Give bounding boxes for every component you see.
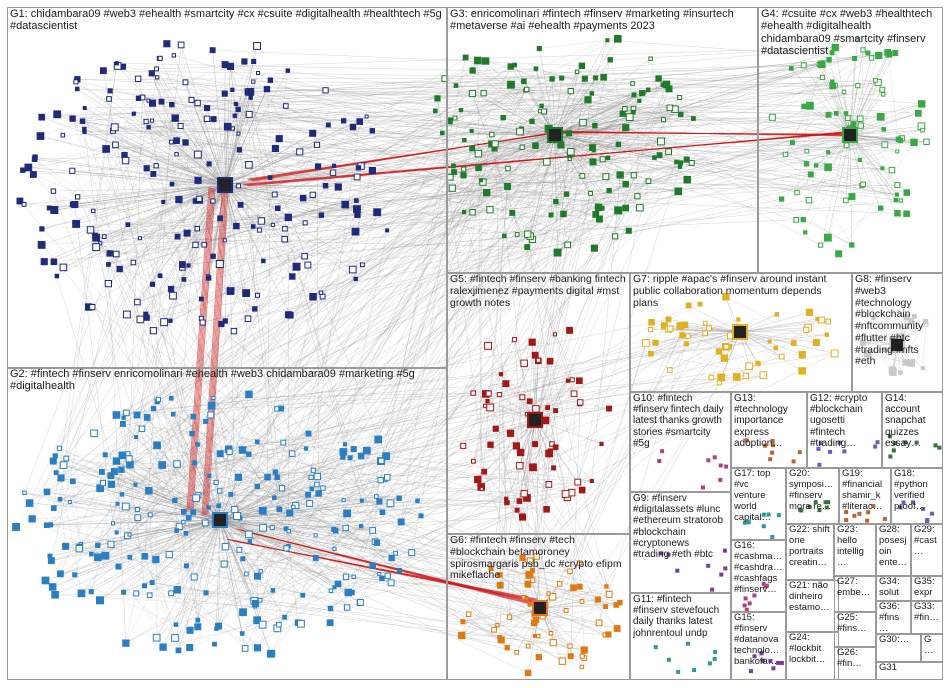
group-box-g18: G18: #python verified proof… xyxy=(891,468,943,524)
group-label-g25: G25: #fins… xyxy=(837,613,873,635)
group-box-g3: G3: enricomolinari #fintech #finserv #ma… xyxy=(447,7,758,273)
group-box-g7: G7: ripple #apac's #finserv around insta… xyxy=(630,273,852,392)
group-label-g22: G22: shift one portraits creatin… xyxy=(789,525,831,569)
group-box-g4: G4: #csuite #cx #web3 #healthtech #eheal… xyxy=(758,7,943,273)
group-label-g4: G4: #csuite #cx #web3 #healthtech #eheal… xyxy=(761,8,940,57)
group-label-g11: G11: #fintech #finserv stevefouch daily … xyxy=(633,594,728,639)
group-box-g11: G11: #fintech #finserv stevefouch daily … xyxy=(630,593,731,680)
group-box-g25: G25: #fins… xyxy=(834,612,876,647)
group-label-g20: G20: symposi… #finserv more re… xyxy=(789,469,836,513)
group-label-g29: G29: #cast… xyxy=(914,525,940,558)
group-box-g10: G10: #fintech #finserv fintech daily lat… xyxy=(630,392,731,492)
group-label-g30: G30:… xyxy=(879,635,918,646)
group-box-g33: G33: #fin… xyxy=(911,601,943,634)
group-box-g12: G12: #crypto #blockchain ugosetti #finte… xyxy=(807,392,882,468)
group-box-g5: G5: #fintech #finserv #banking fintech r… xyxy=(447,273,630,534)
group-box-g13: G13: #technology importance express adop… xyxy=(731,392,807,468)
group-box-g27: G27: embe… xyxy=(834,576,876,612)
group-box-g16: G16: #cashma… #cashdra… #cashfags #finse… xyxy=(731,540,786,612)
group-box-g28: G28: posesjoin ente… xyxy=(876,524,911,576)
group-label-g24: G24: #lockbit lockbit… xyxy=(789,633,836,666)
group-box-g32: G… xyxy=(921,634,943,662)
group-label-g13: G13: #technology importance express adop… xyxy=(734,393,804,449)
group-box-g26: G26: #fin… xyxy=(834,647,876,680)
group-label-g1: G1: chidambara09 #web3 #ehealth #smartci… xyxy=(10,8,444,33)
group-box-g19: G19: #financial shamir_k #literac… xyxy=(839,468,891,524)
group-box-g2: G2: #fintech #finserv enricomolinari #eh… xyxy=(7,367,447,680)
group-box-g22: G22: shift one portraits creatin… xyxy=(786,524,834,580)
group-label-g18: G18: #python verified proof… xyxy=(894,469,940,513)
group-box-g6: G6: #fintech #finserv #tech #blockchain … xyxy=(447,534,630,680)
group-label-g23: G23: hello intellig… xyxy=(837,525,873,569)
group-box-g36: G36: #fins… xyxy=(876,601,911,634)
group-box-g30: G30:… xyxy=(876,634,921,662)
group-box-g29: G29: #cast… xyxy=(911,524,943,576)
group-label-g27: G27: embe… xyxy=(837,577,873,599)
group-label-g6: G6: #fintech #finserv #tech #blockchain … xyxy=(450,535,627,582)
group-label-g34: G34: solut… xyxy=(879,577,908,601)
group-box-g34: G34: solut… xyxy=(876,576,911,601)
group-box-g35: G35: expr… xyxy=(911,576,943,601)
group-label-g36: G36: #fins… xyxy=(879,602,908,634)
group-label-g33: G33: #fin… xyxy=(914,602,940,624)
group-box-g15: G15: #finserv #datanova technolo… bankof… xyxy=(731,612,786,680)
group-label-g28: G28: posesjoin ente… xyxy=(879,525,908,569)
group-label-g31: G31 xyxy=(879,663,940,674)
group-box-g9: G9: #finserv #digitalassets #lunc #ether… xyxy=(630,492,731,593)
group-box-g8: G8: #finserv #web3 #technology #blockcha… xyxy=(852,273,943,392)
group-box-g14: G14: account snapchat quizzes essay… xyxy=(882,392,943,468)
group-label-g26: G26: #fin… xyxy=(837,648,873,670)
group-label-g9: G9: #finserv #digitalassets #lunc #ether… xyxy=(633,493,728,560)
group-label-g7: G7: ripple #apac's #finserv around insta… xyxy=(633,274,849,309)
group-label-g2: G2: #fintech #finserv enricomolinari #eh… xyxy=(10,368,444,393)
group-label-g35: G35: expr… xyxy=(914,577,940,601)
group-label-g12: G12: #crypto #blockchain ugosetti #finte… xyxy=(810,393,879,449)
group-box-g1: G1: chidambara09 #web3 #ehealth #smartci… xyxy=(7,7,447,369)
group-box-g17: G17: top #vc venture world capital… xyxy=(731,468,786,540)
group-box-g23: G23: hello intellig… xyxy=(834,524,876,576)
group-label-g16: G16: #cashma… #cashdra… #cashfags #finse… xyxy=(734,541,783,596)
group-label-g3: G3: enricomolinari #fintech #finserv #ma… xyxy=(450,8,755,33)
group-label-g5: G5: #fintech #finserv #banking fintech r… xyxy=(450,274,627,309)
group-label-g8: G8: #finserv #web3 #technology #blockcha… xyxy=(855,274,940,368)
group-label-g15: G15: #finserv #datanova technolo… bankof… xyxy=(734,613,783,668)
group-label-g19: G19: #financial shamir_k #literac… xyxy=(842,469,888,513)
group-label-g10: G10: #fintech #finserv fintech daily lat… xyxy=(633,393,728,449)
group-box-g31: G31 xyxy=(876,662,943,680)
group-label-g32: G… xyxy=(924,635,940,657)
group-label-g14: G14: account snapchat quizzes essay… xyxy=(885,393,940,449)
group-label-g17: G17: top #vc venture world capital… xyxy=(734,469,783,524)
group-box-g20: G20: symposi… #finserv more re… xyxy=(786,468,839,524)
group-box-g24: G24: #lockbit lockbit… xyxy=(786,632,839,680)
group-box-g21: G21: não dinheiro estamo… xyxy=(786,580,839,632)
group-label-g21: G21: não dinheiro estamo… xyxy=(789,581,836,614)
